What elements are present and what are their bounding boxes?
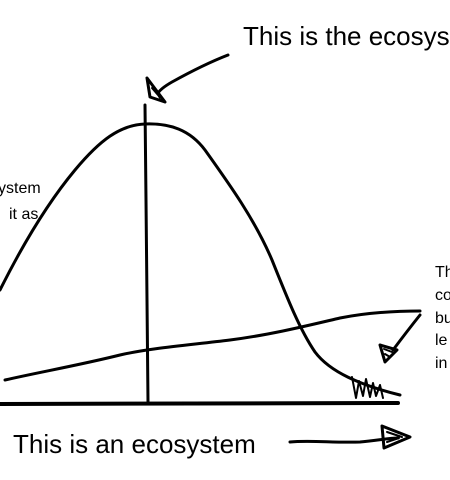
bottom-arrow-head [380, 424, 412, 450]
left-label-line-1: ystem [0, 180, 41, 197]
low-curve [3, 309, 422, 382]
right-arrow-head [378, 343, 399, 364]
bottom-arrow-head-fill [386, 431, 403, 443]
vertical-line [143, 103, 150, 404]
right-arrow-head-fill [383, 348, 393, 358]
bottom-arrow-line [288, 436, 400, 444]
scribble-mark [351, 376, 384, 399]
top-label: This is the ecosys [243, 21, 450, 51]
right-label-line-5: in [435, 355, 448, 372]
bell-curve [0, 122, 402, 397]
bottom-label: This is an ecosystem [13, 429, 256, 459]
right-label-line-4: le [435, 332, 448, 349]
baseline-line [0, 401, 400, 406]
right-arrow-line [391, 313, 422, 352]
top-arrow-line [156, 53, 230, 95]
left-label-line-2: it as [9, 206, 39, 223]
right-label-line-2: co [435, 287, 450, 304]
top-arrow-head-fill [149, 81, 161, 99]
right-label-line-3: bu [435, 310, 450, 327]
right-label-line-1: Th [435, 264, 450, 281]
